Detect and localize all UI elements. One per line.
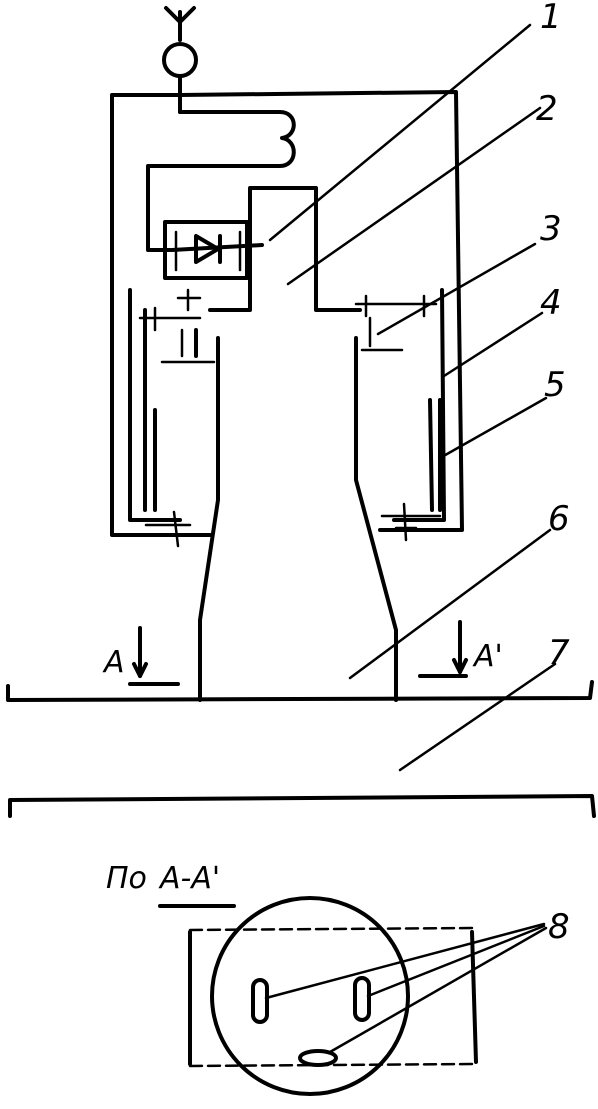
diode-assembly: [163, 220, 264, 280]
label-7: 7: [548, 633, 570, 673]
antenna-symbol: [162, 6, 198, 114]
label-a-prime: A': [472, 639, 503, 674]
central-body: [208, 186, 362, 312]
label-1: 1: [540, 0, 562, 37]
right-electrode: [354, 288, 446, 542]
cross-section-view: [158, 896, 548, 1096]
outer-housing: [110, 90, 464, 537]
label-3: 3: [540, 209, 562, 249]
leader-lines: [268, 23, 557, 772]
section-marks: [128, 620, 468, 686]
label-4: 4: [540, 283, 562, 323]
base-plate: [6, 680, 596, 818]
label-5: 5: [544, 365, 566, 405]
section-caption-ref: A-A': [158, 861, 220, 896]
label-2: 2: [536, 89, 558, 129]
label-a: A: [102, 645, 125, 680]
label-8: 8: [548, 907, 570, 947]
inductor-coil: [146, 110, 296, 252]
label-6: 6: [548, 499, 570, 539]
left-electrode: [128, 288, 216, 548]
nozzle-duct: [198, 336, 398, 702]
section-caption-prefix: По: [106, 861, 147, 896]
